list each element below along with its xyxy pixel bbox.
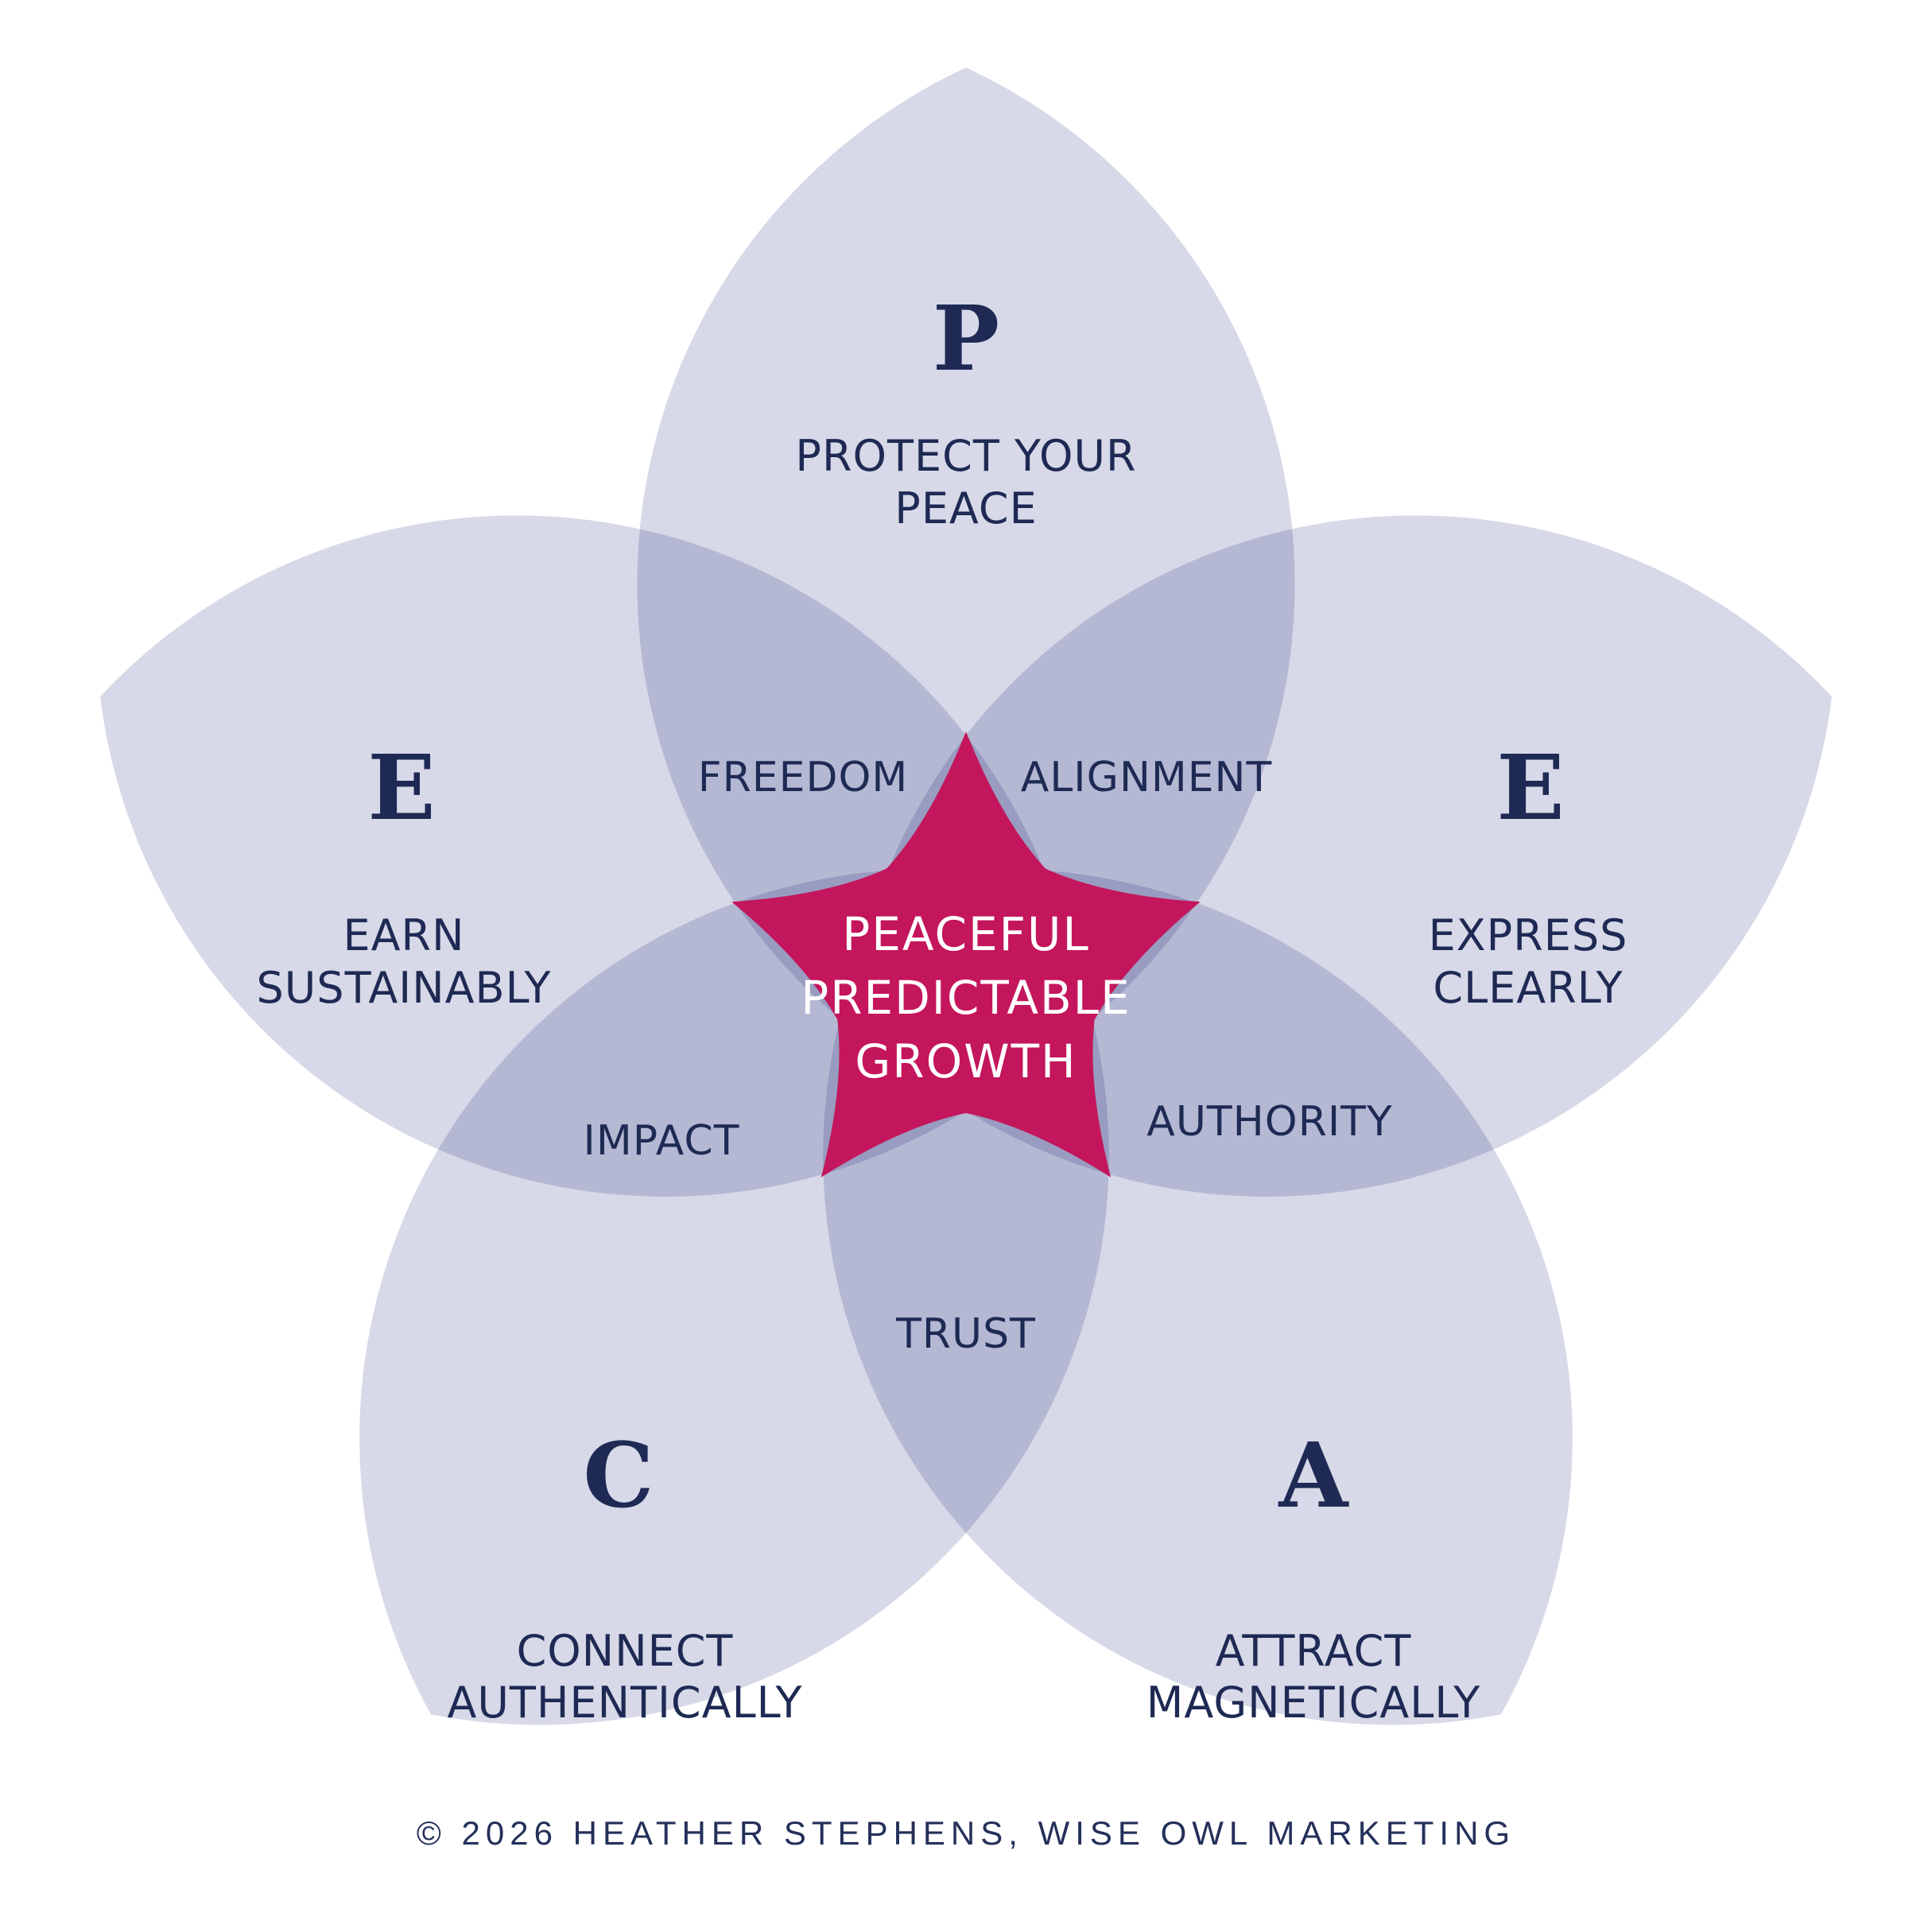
petal-letter-p: P xyxy=(933,287,999,391)
petal-e-earn xyxy=(100,515,1082,1197)
petal-group xyxy=(100,68,1832,1725)
overlap-label-trust: TRUST xyxy=(895,1310,1036,1358)
petal-label-e-earn-line2: SUSTAINABLY xyxy=(256,963,551,1013)
footer-copyright: © 2026 HEATHER STEPHENS, WISE OWL MARKET… xyxy=(417,1814,1515,1852)
petal-letter-a: A xyxy=(1278,1424,1350,1528)
center-label-line1: PEACEFUL xyxy=(842,907,1090,961)
overlap-label-alignment: ALIGNMENT xyxy=(1021,754,1272,801)
petal-letter-c: C xyxy=(583,1424,654,1528)
petal-label-e-earn-line1: EARN xyxy=(343,910,465,960)
petal-letter-e-earn: E xyxy=(367,736,435,840)
petal-label-a-line1: ATTRACT xyxy=(1216,1626,1412,1676)
center-label-line3: GROWTH xyxy=(855,1034,1077,1088)
petal-label-c-line1: CONNECT xyxy=(517,1626,734,1676)
center-label-line2: PREDICTABLE xyxy=(801,971,1131,1025)
petal-label-a-line2: MAGNETICALLY xyxy=(1146,1678,1480,1728)
overlap-label-authority: AUTHORITY xyxy=(1146,1098,1392,1146)
overlap-label-impact: IMPACT xyxy=(584,1117,740,1165)
petal-label-p-line2: PEACE xyxy=(894,483,1038,533)
petal-label-e-express-line1: EXPRESS xyxy=(1429,910,1628,960)
overlap-label-freedom: FREEDOM xyxy=(698,754,909,801)
petal-label-e-express-line2: CLEARLY xyxy=(1433,963,1623,1013)
petal-letter-e-express: E xyxy=(1496,736,1564,840)
petal-label-p-line1: PROTECT YOUR xyxy=(795,431,1136,481)
center-star xyxy=(731,731,1201,1177)
petal-label-c-line2: AUTHENTICALLY xyxy=(447,1678,802,1728)
